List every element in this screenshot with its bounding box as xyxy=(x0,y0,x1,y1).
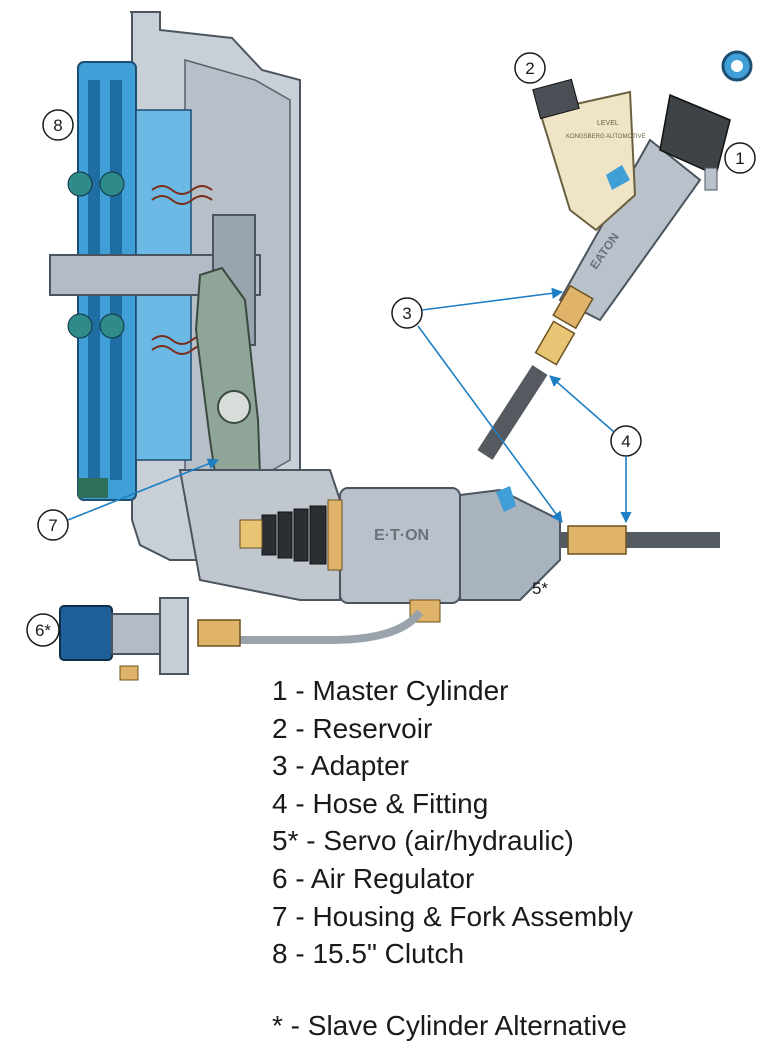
svg-text:5*: 5* xyxy=(532,579,548,598)
master-hose xyxy=(477,365,548,460)
callout-3: 3 xyxy=(391,297,423,329)
legend-item: 1 - Master Cylinder xyxy=(272,675,509,706)
legend-item: 4 - Hose & Fitting xyxy=(272,787,489,819)
svg-text:6*: 6* xyxy=(35,621,51,640)
leader-arrows xyxy=(67,287,632,524)
servo-assembly: E·T·ON xyxy=(178,469,561,623)
reservoir-brand-label: KONGSBERG AUTOMOTIVE xyxy=(566,134,646,140)
callout-8: 8 xyxy=(42,109,74,141)
arrow-4-to-master-hose xyxy=(549,375,615,433)
legend-item: 5* - Servo (air/hydraulic) xyxy=(272,825,574,857)
callout-2: 2 xyxy=(514,52,546,84)
svg-text:3: 3 xyxy=(402,304,411,323)
callout-6: 6* xyxy=(26,613,60,647)
footnote: * - Slave Cylinder Alternative xyxy=(272,1010,627,1041)
svg-text:1: 1 xyxy=(735,149,744,168)
legend-item: 8 - 15.5" Clutch xyxy=(272,938,465,970)
svg-text:7: 7 xyxy=(48,516,57,535)
parts-legend: 1 - Master Cylinder 2 - Reservoir 3 - Ad… xyxy=(272,672,633,973)
arrow-7-to-fork xyxy=(67,458,220,521)
reservoir: LEVEL KONGSBERG AUTOMOTIVE xyxy=(532,78,646,232)
servo-brand-label: E·T·ON xyxy=(374,527,429,544)
legend-item: 3 - Adapter xyxy=(272,750,409,782)
callout-1: 1 xyxy=(724,142,756,174)
master-cylinder: EATON xyxy=(558,50,753,322)
air-regulator xyxy=(59,597,241,681)
callout-7: 7 xyxy=(37,509,69,541)
arrow-3-to-master-adapter xyxy=(421,287,564,311)
svg-text:2: 2 xyxy=(525,59,534,78)
clutch-system-diagram: E·T·ON EATON xyxy=(26,11,756,681)
master-adapter xyxy=(534,284,594,366)
legend-item: 7 - Housing & Fork Assembly xyxy=(272,900,634,932)
svg-text:4: 4 xyxy=(621,432,630,451)
reservoir-level-label: LEVEL xyxy=(597,120,619,127)
arrow-3-to-servo-adapter xyxy=(417,325,563,523)
legend-item: 6 - Air Regulator xyxy=(272,862,475,894)
hose-fitting-servo xyxy=(567,525,627,555)
air-line xyxy=(240,609,424,644)
callout-4: 4 xyxy=(610,425,642,457)
callout-5: 5* xyxy=(532,579,548,598)
legend-item: 2 - Reservoir xyxy=(272,712,433,744)
svg-text:8: 8 xyxy=(53,116,62,135)
